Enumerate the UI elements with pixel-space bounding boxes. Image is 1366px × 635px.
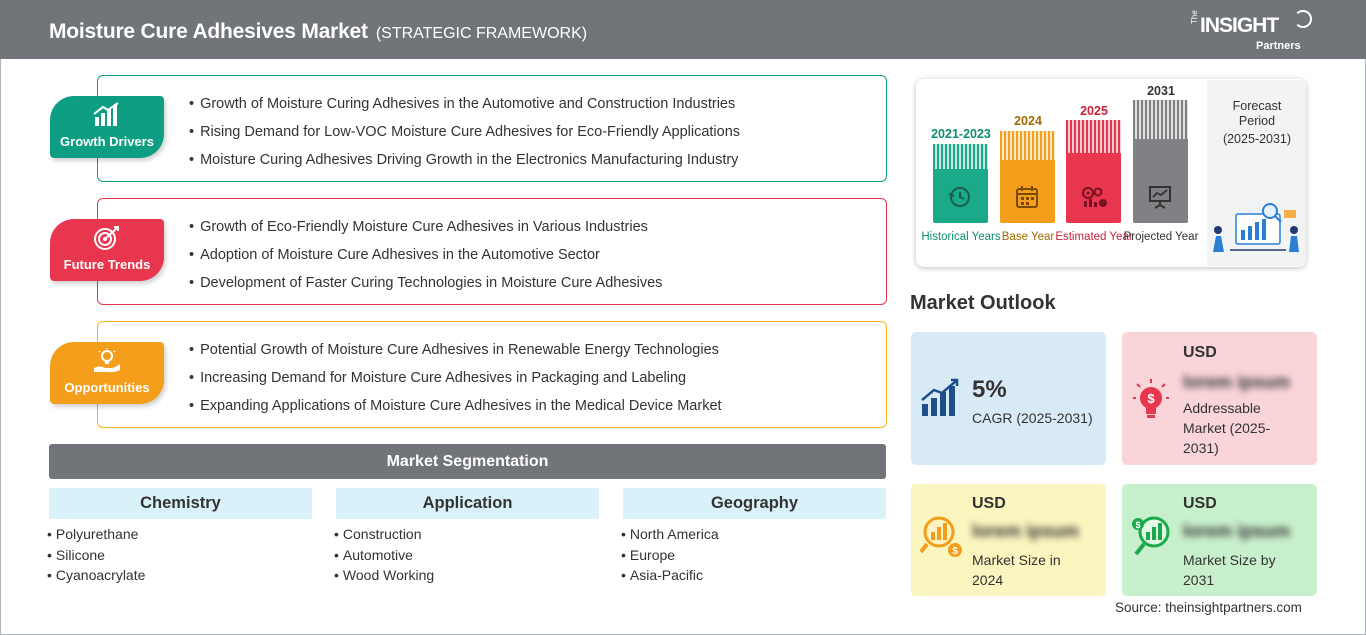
addressable-currency: USD: [1183, 344, 1217, 361]
growth-drivers-box: Growth of Moisture Curing Adhesives in t…: [97, 75, 887, 182]
insight-partners-logo: The INSIGHT Partners: [1190, 8, 1320, 54]
future-trends-tag: Future Trends: [50, 219, 164, 281]
timeline-label: Base Year: [1001, 231, 1055, 243]
forecast-period: Forecast Period (2025-2031): [1222, 99, 1292, 146]
cagr-value: 5%: [972, 376, 1007, 403]
segment-heading-geography: Geography: [623, 488, 886, 519]
list-item: Expanding Applications of Moisture Cure …: [189, 392, 721, 420]
size2024-label: Market Size in 2024: [972, 552, 1061, 588]
segment-list-chemistry: Polyurethane Silicone Cyanoacrylate: [47, 524, 146, 586]
svg-text:$: $: [1135, 520, 1140, 530]
list-item: Construction: [334, 524, 434, 545]
header-bar: Moisture Cure Adhesives Market(STRATEGIC…: [0, 0, 1366, 59]
target-icon: [94, 226, 119, 250]
growth-drivers-list: Growth of Moisture Curing Adhesives in t…: [189, 90, 740, 174]
timeline-bar-stripes: [933, 144, 988, 169]
timeline-bar-stripes: [1000, 131, 1055, 160]
calendar-icon: [1014, 184, 1040, 215]
list-item: Wood Working: [334, 565, 434, 586]
cagr-label: CAGR (2025-2031): [972, 410, 1093, 426]
bar-chart-growth-icon: [93, 102, 119, 126]
timeline-bar-2031: [1133, 100, 1188, 223]
timeline-bar-2025: [1066, 120, 1121, 223]
timeline-year: 2031: [1147, 84, 1175, 98]
addressable-label: Addressable Market (2025-2031): [1183, 400, 1271, 456]
presentation-board-icon: [1147, 184, 1173, 215]
list-item: Development of Faster Curing Technologie…: [189, 269, 662, 297]
timeline-bar-stripes: [1133, 100, 1188, 139]
opportunities-list: Potential Growth of Moisture Cure Adhesi…: [189, 336, 722, 420]
list-item: Cyanoacrylate: [47, 565, 146, 586]
segment-heading-application: Application: [336, 488, 599, 519]
timeline-bar-2021-2023: [933, 144, 988, 223]
source-note: Source: theinsightpartners.com: [1115, 600, 1302, 615]
list-item: Polyurethane: [47, 524, 145, 545]
timeline-label: Historical Years: [921, 231, 1001, 243]
growth-chart-icon: [921, 378, 959, 416]
logo-arc-icon: [1294, 10, 1312, 28]
list-item: Growth of Moisture Curing Adhesives in t…: [189, 90, 740, 118]
list-item: Asia-Pacific: [621, 565, 719, 586]
segment-list-geography: North America Europe Asia-Pacific: [621, 524, 719, 586]
opportunities-box: Potential Growth of Moisture Cure Adhesi…: [97, 321, 887, 428]
dollar-bulb-icon: $: [1133, 379, 1169, 418]
market-segmentation-title: Market Segmentation: [49, 444, 886, 479]
history-clock-icon: [947, 184, 973, 215]
forecast-analytics-illustration: [1213, 203, 1299, 252]
list-item: Rising Demand for Low-VOC Moisture Cure …: [189, 118, 740, 146]
size2024-value: lorem ipsum: [972, 521, 1080, 541]
list-item: North America: [621, 524, 719, 545]
timeline-label: Estimated Year: [1055, 231, 1133, 243]
size2031-currency: USD: [1183, 495, 1217, 512]
svg-text:$: $: [1147, 391, 1155, 406]
segment-heading-chemistry: Chemistry: [49, 488, 312, 519]
segment-list-application: Construction Automotive Wood Working: [334, 524, 434, 586]
addressable-value: lorem ipsum: [1183, 372, 1291, 392]
list-item: Europe: [621, 545, 719, 566]
market-size-2024-card: USD lorem ipsum $ Market Size in 2024: [911, 484, 1106, 596]
timeline-bar-stripes: [1066, 120, 1121, 153]
list-item: Potential Growth of Moisture Cure Adhesi…: [189, 336, 722, 364]
magnifier-growth-icon: $: [1132, 516, 1170, 556]
list-item: Growth of Eco-Friendly Moisture Cure Adh…: [189, 213, 662, 241]
page-title: Moisture Cure Adhesives Market(STRATEGIC…: [49, 20, 588, 43]
growth-drivers-tag: Growth Drivers: [50, 96, 164, 158]
timeline-bar-2024: [1000, 131, 1055, 223]
size2031-label: Market Size by 2031: [1183, 552, 1276, 588]
size2031-value: lorem ipsum: [1183, 521, 1291, 541]
future-trends-box: Growth of Eco-Friendly Moisture Cure Adh…: [97, 198, 887, 305]
magnifier-chart-icon: $: [919, 516, 962, 557]
timeline-year: 2025: [1080, 104, 1108, 118]
gears-chart-icon: [1080, 184, 1108, 215]
list-item: Moisture Curing Adhesives Driving Growth…: [189, 146, 740, 174]
svg-text:$: $: [952, 546, 958, 557]
future-trends-list: Growth of Eco-Friendly Moisture Cure Adh…: [189, 213, 662, 297]
lightbulb-hand-icon: [94, 348, 120, 373]
market-size-2031-card: USD lorem ipsum $ Market Size by 2031: [1122, 484, 1317, 596]
addressable-market-card: USD lorem ipsum $ Addressable Market (20…: [1122, 332, 1317, 465]
list-item: Automotive: [334, 545, 434, 566]
market-outlook-title: Market Outlook: [910, 292, 1056, 314]
size2024-currency: USD: [972, 495, 1006, 512]
timeline-year: 2024: [1014, 114, 1042, 128]
list-item: Adoption of Moisture Cure Adhesives in t…: [189, 241, 662, 269]
cagr-card: 5% CAGR (2025-2031): [911, 332, 1106, 465]
list-item: Increasing Demand for Moisture Cure Adhe…: [189, 364, 722, 392]
list-item: Silicone: [47, 545, 145, 566]
page-subtitle: (STRATEGIC FRAMEWORK): [375, 25, 588, 42]
opportunities-tag: Opportunities: [50, 342, 164, 404]
timeline-label: Projected Year: [1123, 231, 1199, 243]
timeline-year: 2021-2023: [931, 127, 991, 141]
